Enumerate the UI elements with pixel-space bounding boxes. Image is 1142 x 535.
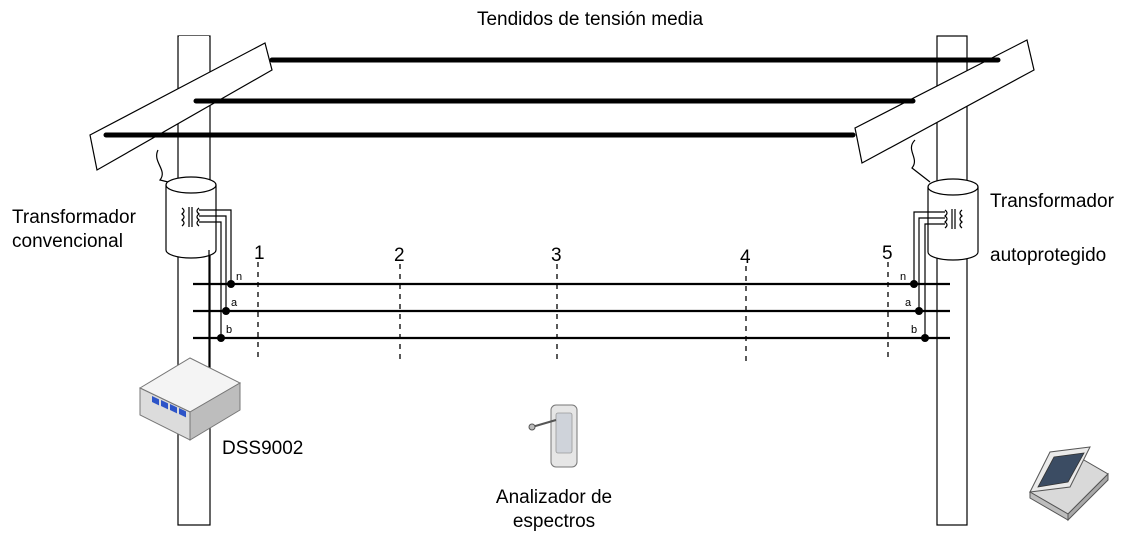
left-transformer-label-line2: convencional (12, 231, 123, 252)
point-3-label: 3 (551, 245, 562, 266)
point-2-label: 2 (394, 245, 405, 266)
phase-label-n-right: n (900, 271, 906, 283)
connection-dots (217, 280, 929, 342)
point-4-label: 4 (740, 247, 751, 268)
phase-label-n-left: n (236, 271, 242, 283)
dss9002-label: DSS9002 (222, 438, 303, 459)
measurement-points (257, 262, 889, 362)
phase-label-a-left: a (231, 297, 238, 309)
right-drop-wire (910, 139, 931, 183)
left-drop-wire (156, 149, 181, 186)
left-cross-arm (89, 42, 273, 171)
phase-label-b-right: b (911, 324, 917, 336)
left-transformer (165, 176, 217, 259)
right-transformer-label-line2: autoprotegido (990, 245, 1106, 266)
mv-lines (103, 57, 1001, 138)
laptop-icon (1029, 446, 1109, 522)
diagram-title: Tendidos de tensión media (477, 9, 703, 30)
dss9002-device-icon (138, 357, 242, 441)
point-5-label: 5 (882, 243, 893, 264)
analyzer-label-line2: espectros (513, 511, 595, 532)
right-transformer (927, 178, 979, 261)
left-transformer-label-line1: Transformador (12, 207, 137, 228)
analyzer-label-line1: Analizador de (496, 487, 612, 508)
spectrum-analyzer-icon (528, 404, 578, 468)
phase-label-a-right: a (905, 297, 912, 309)
right-cross-arm (854, 39, 1035, 164)
right-transformer-leads (913, 211, 945, 338)
lv-lines (193, 282, 950, 340)
point-1-label: 1 (254, 243, 265, 264)
right-transformer-label-line1: Transformador (990, 191, 1115, 212)
phase-label-b-left: b (226, 324, 232, 336)
